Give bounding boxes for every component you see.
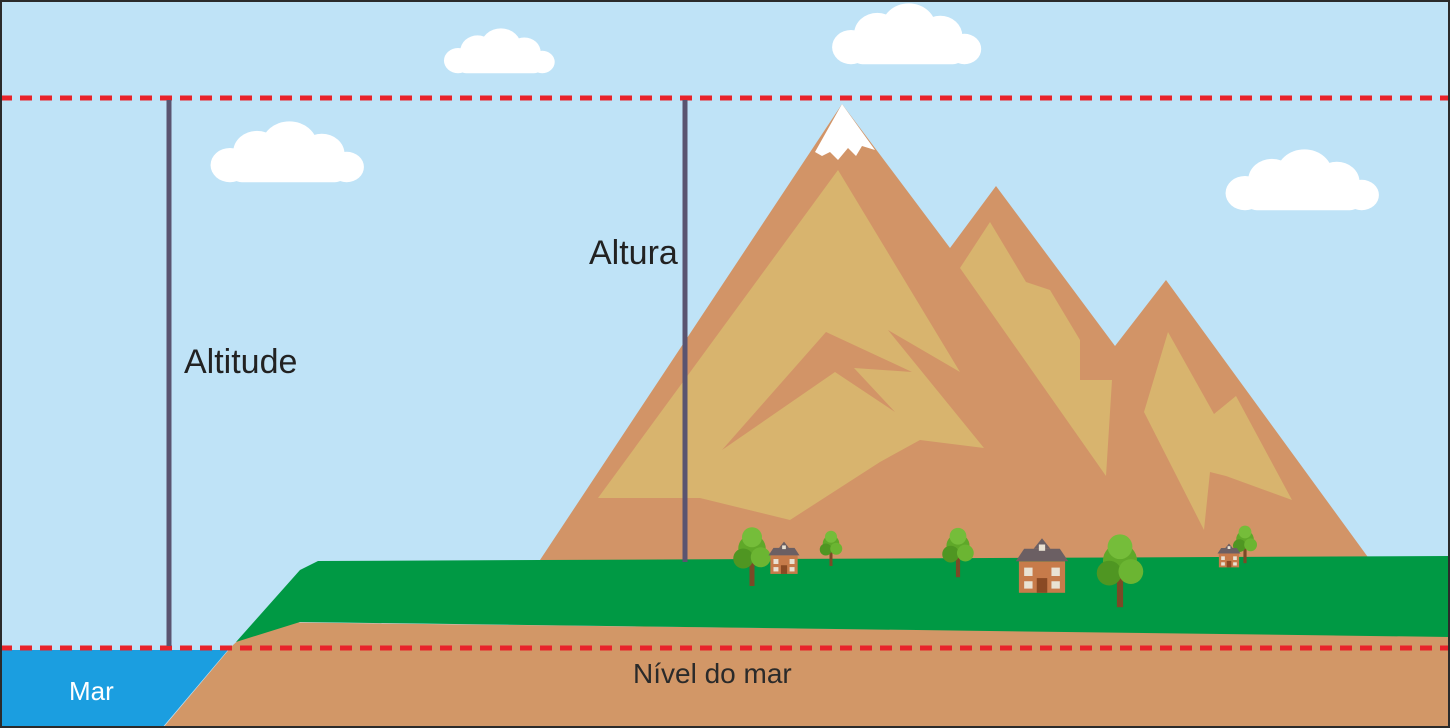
- height-label: Altura: [589, 234, 678, 272]
- altitude-label: Altitude: [184, 343, 298, 381]
- land-surface: [236, 556, 1450, 642]
- sea-label: Mar: [69, 676, 114, 706]
- sea-level-label: Nível do mar: [633, 658, 792, 689]
- mountain-icon: [540, 104, 1370, 560]
- sea: [0, 650, 228, 728]
- ground-section: [163, 622, 1450, 728]
